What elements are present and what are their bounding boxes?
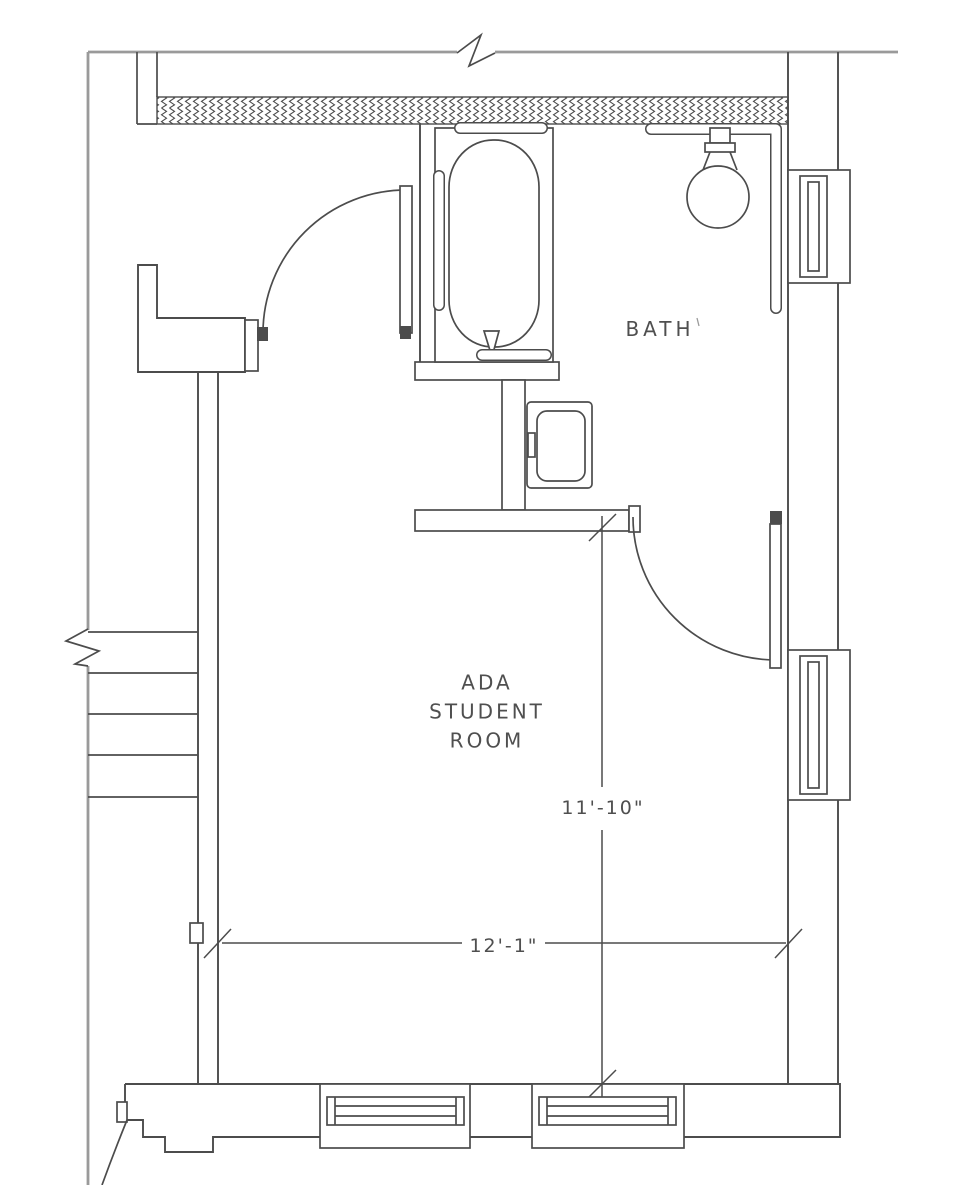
bath-room-label: BATH	[625, 317, 695, 341]
room-north-wall	[414, 509, 630, 532]
break-symbol-top	[456, 32, 496, 68]
bathtub-drain	[482, 330, 501, 361]
window-pane	[807, 661, 820, 789]
bathroom-door-hinge	[770, 511, 782, 524]
window-sash	[326, 1096, 465, 1126]
wall-break-symbols	[63, 32, 496, 667]
entry-jamb	[244, 319, 259, 372]
ada-room-label-line2: STUDENT	[429, 699, 545, 724]
grab-bar-corner	[645, 123, 782, 314]
corridor-wall	[197, 372, 219, 1084]
bathroom-door	[632, 511, 782, 669]
bathroom-door-leaf	[769, 523, 782, 669]
entry-door	[257, 185, 413, 341]
pier-bump	[116, 1101, 128, 1123]
exterior-walls	[86, 50, 898, 1185]
sink-counter	[526, 401, 593, 489]
wall-outlet	[189, 922, 204, 944]
dimension-room-depth: 11'-10"	[561, 797, 645, 819]
window-sash	[799, 655, 828, 795]
bathtub	[433, 122, 554, 363]
door-jamb-cap	[628, 505, 641, 533]
ada-room-label-line3: ROOM	[449, 728, 525, 753]
sink-faucet	[527, 432, 536, 458]
dimension-ticks-horizontal	[203, 928, 803, 959]
window-sash	[799, 175, 828, 278]
stray-mark	[696, 317, 700, 327]
window-pane	[334, 1097, 457, 1125]
sink-basin	[536, 410, 586, 482]
entry-door-hinge	[400, 326, 411, 339]
partition-stem	[501, 379, 526, 511]
window-sash	[538, 1096, 677, 1126]
window-pane	[807, 181, 820, 272]
dimension-lines	[203, 513, 803, 1098]
insulation-hatch	[136, 52, 789, 125]
ceiling-light	[686, 127, 750, 229]
bottom-wall-windows	[319, 1083, 685, 1149]
stairs	[88, 631, 198, 798]
dimension-ticks-vertical	[588, 513, 617, 1098]
window-pane	[546, 1097, 669, 1125]
lavatory-sink	[526, 401, 593, 489]
dimension-room-width: 12'-1"	[469, 935, 539, 957]
bottom-wall-outline	[124, 1083, 841, 1153]
right-wall-windows	[787, 169, 851, 801]
entry-door-swing	[262, 189, 407, 334]
ada-room-label-line1: ADA	[461, 670, 513, 695]
lower-left-door-swing	[101, 1119, 128, 1185]
entry-jamb-wall	[137, 264, 246, 373]
break-symbol-left	[63, 628, 102, 667]
bath-south-wall	[414, 361, 560, 381]
entry-door-stop	[257, 327, 268, 341]
bathtub-basin	[448, 139, 540, 348]
entry-door-leaf	[399, 185, 413, 334]
ada-room-label: ADA STUDENT ROOM	[429, 669, 545, 756]
bathroom-door-swing	[632, 516, 777, 661]
